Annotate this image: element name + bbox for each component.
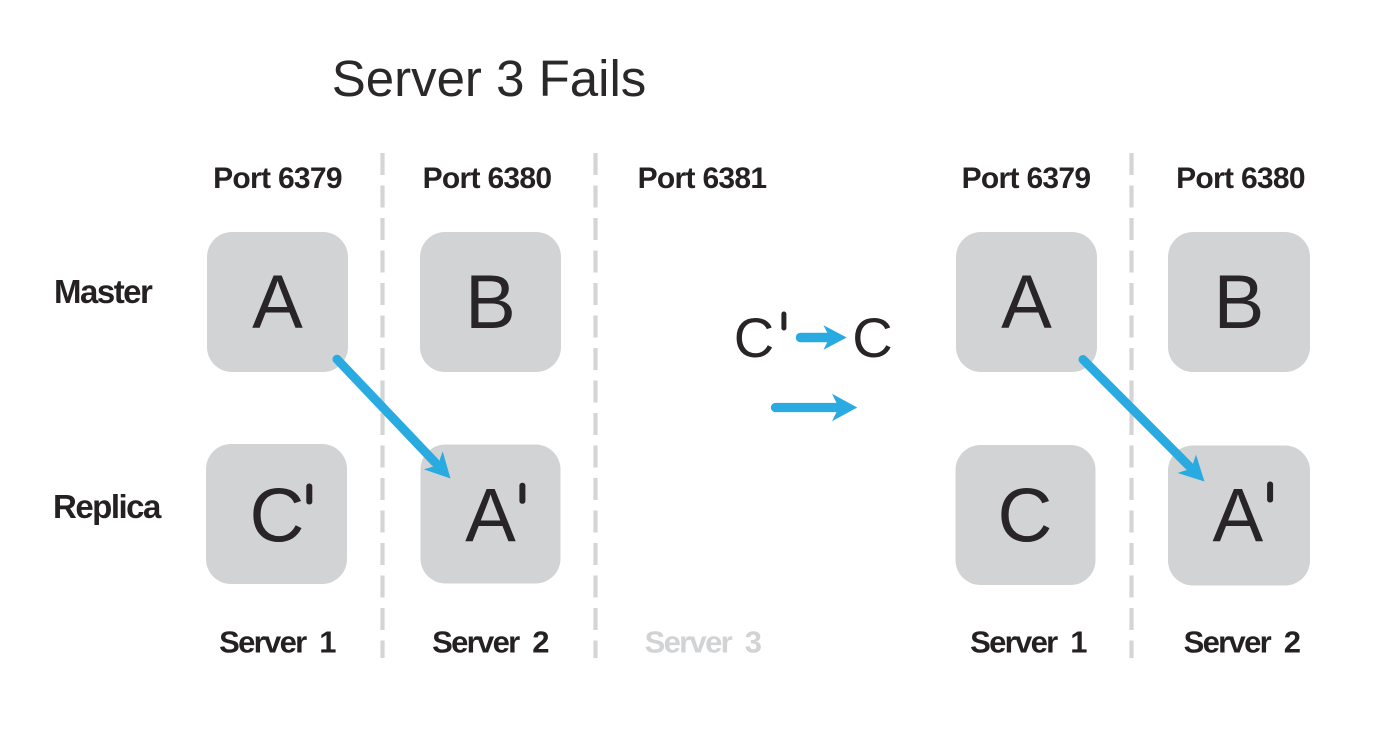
svg-text:C: C [250,474,305,559]
svg-text:Server 2: Server 2 [432,625,548,660]
svg-text:Port 6380: Port 6380 [423,162,552,195]
svg-text:A: A [252,260,303,345]
svg-text:Server 1: Server 1 [970,625,1087,660]
svg-text:C: C [852,306,892,369]
svg-text:A: A [1001,260,1052,345]
svg-text:C: C [998,474,1053,559]
svg-text:Server 3: Server 3 [645,625,762,660]
svg-text:B: B [1214,260,1265,345]
svg-text:A: A [1212,474,1263,559]
svg-text:B: B [465,260,516,345]
svg-text:Port 6381: Port 6381 [638,162,767,195]
svg-text:Port 6380: Port 6380 [1176,162,1305,195]
svg-text:Port 6379: Port 6379 [213,162,342,195]
svg-text:Server 3 Fails: Server 3 Fails [332,50,647,107]
svg-text:Server 2: Server 2 [1184,625,1300,660]
svg-text:A: A [465,474,516,559]
svg-text:Master: Master [54,273,153,310]
svg-text:Replica: Replica [53,488,162,525]
svg-text:C: C [734,306,774,369]
svg-text:Server 1: Server 1 [219,625,336,660]
svg-text:Port 6379: Port 6379 [962,162,1091,195]
